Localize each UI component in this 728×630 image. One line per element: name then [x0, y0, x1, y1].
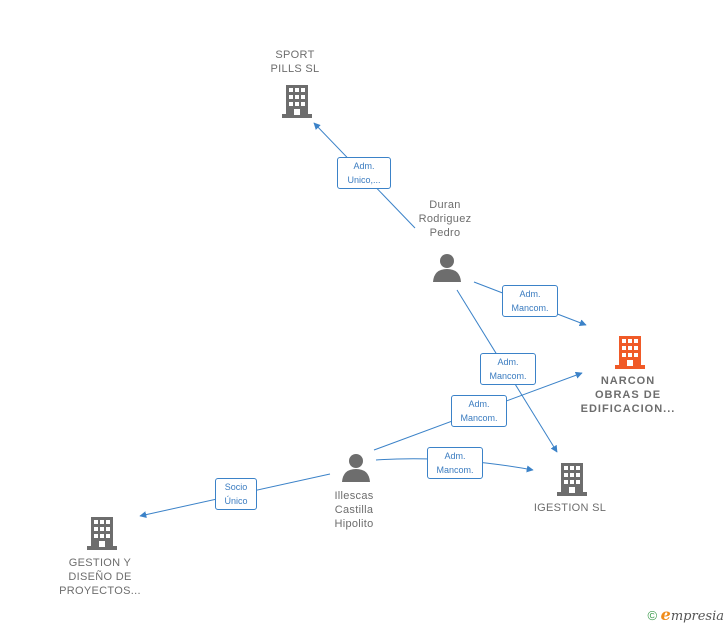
building-icon[interactable] — [281, 84, 313, 118]
brand-footer: © empresia — [647, 605, 724, 624]
building-icon[interactable] — [556, 462, 588, 496]
edge-label-illescas-narcon[interactable]: Adm. Mancom. — [451, 395, 507, 427]
node-label-narcon: NARCON OBRAS DE EDIFICACION... — [580, 375, 676, 415]
node-label-gestion: GESTION Y DISEÑO DE PROYECTOS... — [59, 557, 141, 597]
edge-label-duran-igestion[interactable]: Adm. Mancom. — [480, 353, 536, 385]
node-label-illescas: Illescas Castilla Hipolito — [334, 490, 374, 530]
node-label-duran: Duran Rodriguez Pedro — [418, 199, 472, 239]
edge-label-duran-sport[interactable]: Adm. Unico,... — [337, 157, 391, 189]
edge-label-illescas-gestion[interactable]: Socio Único — [215, 478, 257, 510]
node-label-igestion: IGESTION SL — [533, 502, 607, 514]
node-label-sport-pills: SPORT PILLS SL — [270, 49, 320, 75]
copyright-icon: © — [647, 608, 658, 623]
brand-logo[interactable]: empresia — [660, 605, 724, 624]
edge-label-duran-narcon[interactable]: Adm. Mancom. — [502, 285, 558, 317]
building-icon[interactable] — [614, 335, 646, 369]
person-icon[interactable] — [432, 252, 462, 282]
person-icon[interactable] — [341, 452, 371, 482]
edge-label-illescas-igestion[interactable]: Adm. Mancom. — [427, 447, 483, 479]
building-icon[interactable] — [86, 516, 118, 550]
